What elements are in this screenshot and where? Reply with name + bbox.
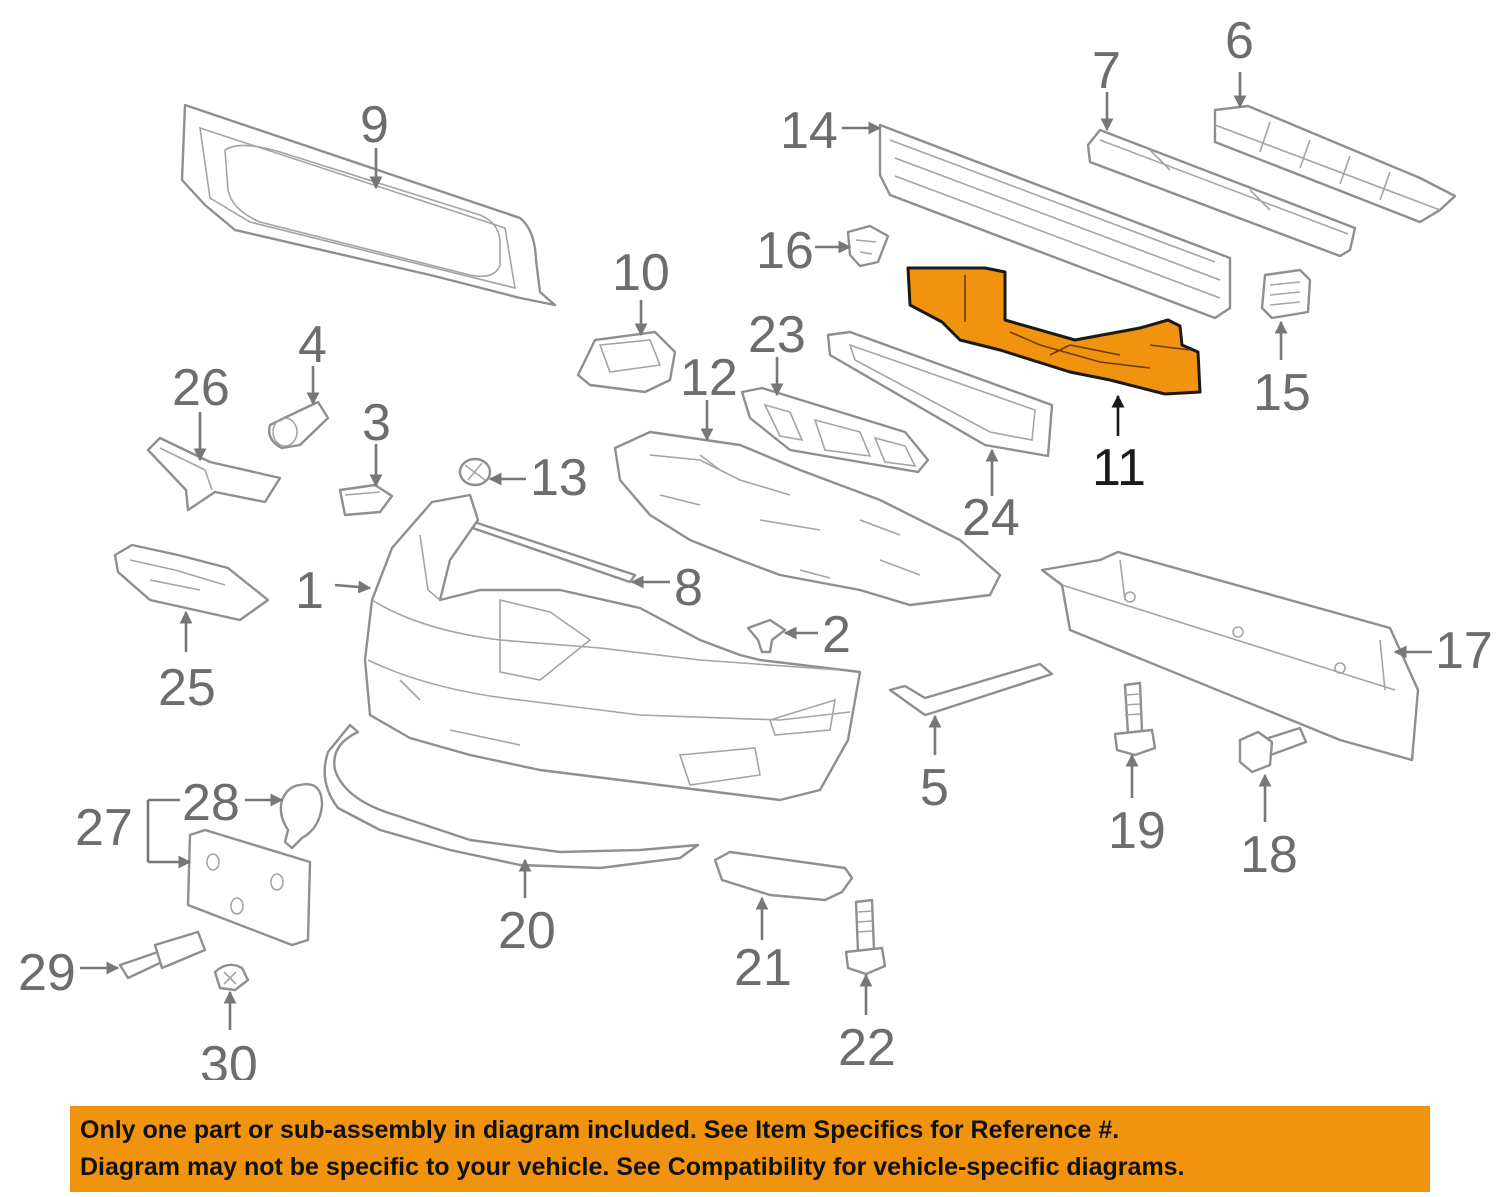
notice-line-2: Diagram may not be specific to your vehi… (80, 1153, 1185, 1181)
callout-3: 3 (362, 394, 391, 452)
callout-4: 4 (298, 316, 327, 374)
callout-14: 14 (780, 102, 838, 160)
callout-23: 23 (748, 306, 806, 364)
callout-20: 20 (498, 902, 556, 960)
callout-17: 17 (1435, 622, 1493, 680)
part-7-reinforcement (1086, 128, 1357, 258)
part-3-clip (338, 483, 394, 517)
callout-16: 16 (756, 222, 814, 280)
parts-diagram: 1 2 3 4 5 6 7 8 9 10 11 12 13 14 15 16 1… (18, 12, 1493, 1080)
part-20-lower-spoiler (323, 723, 700, 870)
callout-29: 29 (18, 944, 76, 1002)
callout-25: 25 (158, 659, 216, 717)
part-4-fog-lamp (268, 400, 330, 450)
callout-5: 5 (920, 759, 949, 817)
notice-line-1: Only one part or sub-assembly in diagram… (80, 1116, 1120, 1144)
callout-21: 21 (734, 939, 792, 997)
callout-22: 22 (838, 1019, 896, 1077)
notice-banner: Only one part or sub-assembly in diagram… (70, 1106, 1430, 1192)
callout-1: 1 (295, 562, 324, 620)
part-24-lower-grille (826, 330, 1054, 458)
part-14-upper-absorber (878, 123, 1232, 320)
callout-24: 24 (962, 489, 1020, 547)
part-12-air-deflector (613, 430, 1002, 607)
callout-8: 8 (674, 559, 703, 617)
part-15-retainer (1260, 268, 1312, 320)
callout-7: 7 (1092, 42, 1121, 100)
part-30-screw (213, 963, 250, 992)
callout-26: 26 (172, 359, 230, 417)
part-13-emblem (458, 457, 492, 487)
part-8-molding (453, 516, 637, 584)
callout-15: 15 (1253, 364, 1311, 422)
part-9-upper-grille (180, 103, 557, 307)
callout-19: 19 (1108, 802, 1166, 860)
part-19-bolt (1113, 681, 1157, 757)
part-16-clip (846, 224, 890, 268)
part-10-bracket (576, 330, 677, 394)
callout-18: 18 (1240, 826, 1298, 884)
callout-13: 13 (530, 449, 588, 507)
callout-30: 30 (200, 1036, 258, 1080)
callout-12: 12 (680, 349, 738, 407)
part-1-bumper-cover (363, 493, 862, 802)
callout-9: 9 (360, 96, 389, 154)
part-6-bar (1213, 104, 1457, 224)
callout-2: 2 (822, 606, 851, 664)
callout-28: 28 (182, 774, 240, 832)
callout-6: 6 (1225, 12, 1254, 70)
part-27-license-bracket (186, 828, 312, 947)
part-17-lower-reinforcement (1040, 550, 1420, 762)
part-29-push-pin (118, 930, 207, 980)
part-11-lower-absorber-highlighted (906, 266, 1202, 396)
callout-10: 10 (612, 244, 670, 302)
callout-27: 27 (75, 799, 133, 857)
part-26-bracket (146, 436, 282, 512)
part-18-bolt (1238, 726, 1308, 774)
part-21-extension (713, 850, 854, 902)
part-28-plug (279, 783, 324, 850)
leader-lines (80, 72, 1432, 1030)
part-5-strip (888, 662, 1054, 717)
callout-11: 11 (1092, 439, 1146, 497)
part-22-bolt (844, 898, 887, 976)
part-23-grille-insert (740, 386, 930, 474)
callout-labels: 1 2 3 4 5 6 7 8 9 10 11 12 13 14 15 16 1… (18, 12, 1493, 1080)
part-25-bracket (113, 543, 270, 622)
part-2-clip (746, 618, 787, 654)
